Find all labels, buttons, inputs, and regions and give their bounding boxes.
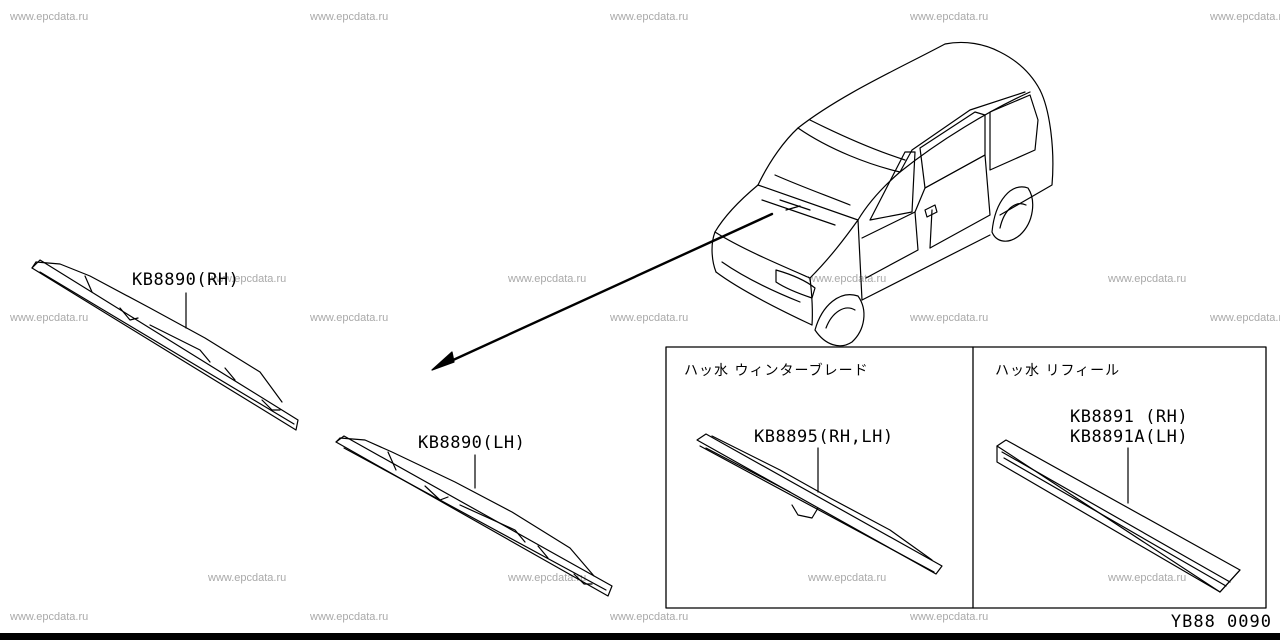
part-label-refill-rh: KB8891 (RH) bbox=[1070, 407, 1189, 427]
watermark: www.epcdata.ru bbox=[508, 273, 587, 285]
part-label-refill-lh: KB8891A(LH) bbox=[1070, 427, 1189, 447]
watermark: www.epcdata.ru bbox=[610, 611, 689, 623]
watermark: www.epcdata.ru bbox=[310, 11, 389, 23]
diagram-code: YB88 0090 bbox=[1168, 612, 1274, 632]
watermark: www.epcdata.ru bbox=[610, 11, 689, 23]
inset-title-refill: ハッ水 リフィール bbox=[995, 363, 1121, 379]
watermark: www.epcdata.ru bbox=[910, 312, 989, 324]
vehicle-illustration bbox=[711, 41, 1054, 347]
watermark: www.epcdata.ru bbox=[508, 572, 587, 584]
watermark: www.epcdata.ru bbox=[808, 572, 887, 584]
wiper-blade-rh-drawing bbox=[31, 259, 299, 431]
watermark: www.epcdata.ru bbox=[10, 11, 89, 23]
watermark: www.epcdata.ru bbox=[310, 611, 389, 623]
watermark: www.epcdata.ru bbox=[10, 312, 89, 324]
bottom-border bbox=[0, 633, 1280, 640]
pointer-arrow bbox=[438, 212, 774, 368]
inset-title-winter-blade: ハッ水 ウィンターブレード bbox=[684, 363, 869, 379]
watermark: www.epcdata.ru bbox=[1210, 312, 1280, 324]
part-label-winter-blade: KB8895(RH,LH) bbox=[754, 427, 894, 447]
watermark: www.epcdata.ru bbox=[910, 611, 989, 623]
watermark: www.epcdata.ru bbox=[10, 611, 89, 623]
watermark: www.epcdata.ru bbox=[310, 312, 389, 324]
watermark: www.epcdata.ru bbox=[208, 273, 287, 285]
watermark: www.epcdata.ru bbox=[808, 273, 887, 285]
watermark: www.epcdata.ru bbox=[610, 312, 689, 324]
refill-drawing bbox=[996, 439, 1241, 593]
wiper-blade-lh-drawing bbox=[335, 435, 613, 597]
part-label-blade-rh: KB8890(RH) bbox=[132, 270, 240, 290]
watermark: www.epcdata.ru bbox=[208, 572, 287, 584]
part-label-blade-lh: KB8890(LH) bbox=[418, 433, 526, 453]
watermark: www.epcdata.ru bbox=[910, 11, 989, 23]
watermark: www.epcdata.ru bbox=[1108, 273, 1187, 285]
inset-frame bbox=[665, 346, 1267, 609]
watermark: www.epcdata.ru bbox=[1108, 572, 1187, 584]
arrowhead-icon bbox=[431, 351, 455, 371]
winter-blade-drawing bbox=[696, 433, 943, 575]
watermark: www.epcdata.ru bbox=[1210, 11, 1280, 23]
